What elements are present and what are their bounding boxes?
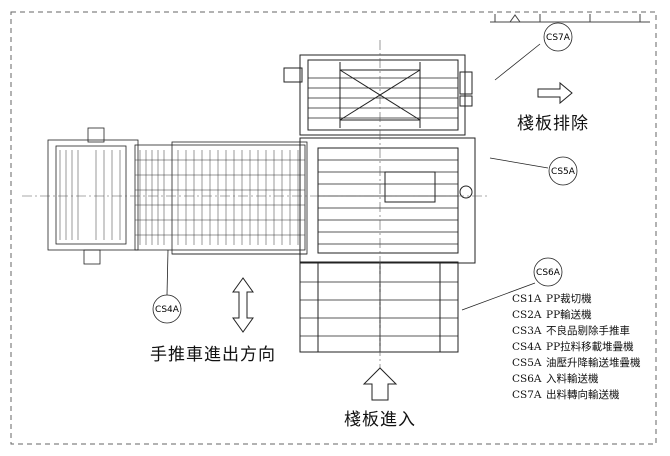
cs4a-stacker-block: [47, 127, 308, 265]
stacker-hatch: [59, 150, 305, 245]
drawing-border: [10, 11, 657, 445]
cart-direction-arrow: [232, 277, 254, 333]
pallet-out-label: 棧板排除: [517, 114, 589, 134]
callout-cs6a: [461, 257, 563, 311]
callout-cs5a-label: CS5A: [551, 167, 576, 177]
cs7a-outfeed-conveyor: [283, 54, 473, 136]
callout-cs7a: [494, 22, 573, 81]
callout-cs4a-label: CS4A: [155, 305, 180, 315]
title-block-marks: [490, 14, 650, 23]
cs6a-infeed-conveyor: [299, 261, 459, 353]
pallet-out-arrow: [537, 81, 573, 105]
callout-cs6a-label: CS6A: [536, 268, 561, 278]
center-lines: [22, 40, 490, 380]
callout-cs4a: [152, 249, 182, 324]
pallet-in-arrow: [362, 367, 398, 401]
cs5a-lift-conveyor: [299, 137, 476, 264]
callout-cs5a: [489, 156, 578, 186]
callout-cs7a-label: CS7A: [546, 33, 571, 43]
cart-direction-label: 手推車進出方向: [150, 345, 276, 365]
pallet-in-label: 棧板進入: [344, 410, 416, 430]
